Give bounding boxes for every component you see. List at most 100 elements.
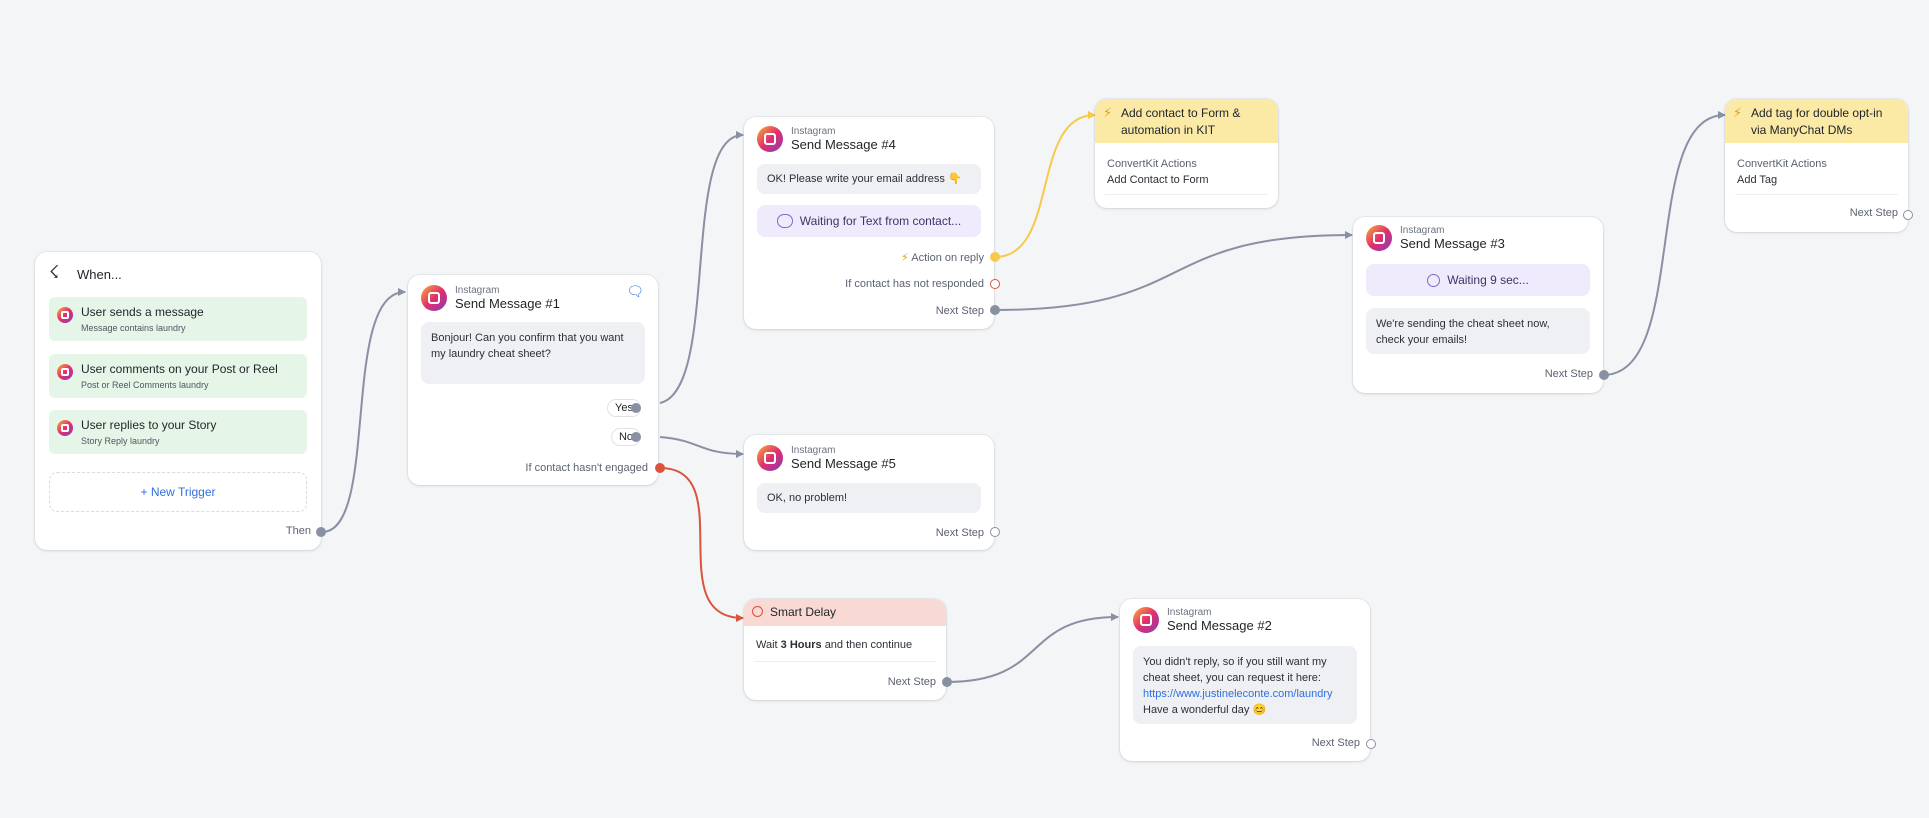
card-title: Send Message #2 <box>1167 618 1272 633</box>
connector-reply-to-kit <box>994 111 1096 258</box>
send-message-1-card[interactable]: Instagram Send Message #1 🗨 Bonjour! Can… <box>408 275 658 485</box>
action-category: ConvertKit Actions <box>1737 158 1827 170</box>
next-step-label: Next Step <box>1544 368 1593 380</box>
connector-then-to-msg1 <box>321 288 406 533</box>
card-title: Send Message #3 <box>1400 236 1505 251</box>
bolt-icon: ⚡︎ <box>901 252 909 264</box>
trigger-card[interactable]: ☇ When... User sends a message Message c… <box>35 252 321 550</box>
connector-no-to-msg5 <box>659 436 744 458</box>
chat-bubble-icon <box>776 214 793 228</box>
instagram-icon <box>757 126 783 152</box>
instagram-icon <box>57 364 73 380</box>
trigger-label: User replies to your Story <box>81 418 217 432</box>
send-message-4-card[interactable]: Instagram Send Message #4 OK! Please wri… <box>744 117 994 329</box>
connector-msg4-to-msg3 <box>994 231 1353 311</box>
trigger-condition: Message contains laundry <box>81 323 186 333</box>
trigger-condition: Story Reply laundry <box>81 436 160 446</box>
waiting-delay-indicator: Waiting 9 sec... <box>1366 264 1590 296</box>
message-text: We're sending the cheat sheet now, check… <box>1366 308 1590 354</box>
next-step-label: Next Step <box>935 305 984 317</box>
trigger-item[interactable]: User replies to your Story Story Reply l… <box>49 410 307 454</box>
bolt-icon: ☇ <box>49 262 60 282</box>
smart-delay-header: Smart Delay <box>744 599 946 626</box>
instagram-icon <box>1366 225 1392 251</box>
action-header: ⚡︎ Add tag for double opt-in via ManyCha… <box>1725 99 1908 143</box>
new-trigger-label: + New Trigger <box>140 485 216 499</box>
platform-label: Instagram <box>791 126 836 137</box>
kit-action-card[interactable]: ⚡︎ Add contact to Form & automation in K… <box>1095 99 1278 208</box>
next-step-label: Next Step <box>887 676 936 688</box>
card-title: Send Message #1 <box>455 296 560 311</box>
next-step-label: Next Step <box>1849 207 1898 219</box>
smart-delay-card[interactable]: Smart Delay Wait 3 Hours and then contin… <box>744 599 946 700</box>
send-message-2-card[interactable]: Instagram Send Message #2 You didn't rep… <box>1120 599 1370 761</box>
next-step-label: Next Step <box>1311 737 1360 749</box>
connector-msg3-to-tag <box>1602 111 1726 376</box>
platform-label: Instagram <box>1400 225 1445 236</box>
clock-icon <box>752 606 763 617</box>
instagram-icon <box>57 420 73 436</box>
next-step-port[interactable] <box>942 677 952 687</box>
next-step-port[interactable] <box>990 305 1000 315</box>
card-title: Add tag for double opt-in via ManyChat D… <box>1751 106 1883 137</box>
chat-bubble-icon: 🗨 <box>626 283 644 299</box>
card-title: Send Message #5 <box>791 456 896 471</box>
action-category: ConvertKit Actions <box>1107 158 1197 170</box>
action-on-reply-label: ⚡︎ Action on reply <box>901 252 984 264</box>
not-engaged-label: If contact hasn't engaged <box>525 462 648 474</box>
connector-timeout-to-delay <box>659 467 744 622</box>
message-text: OK! Please write your email address 👇 <box>757 164 981 194</box>
send-message-3-card[interactable]: Instagram Send Message #3 Waiting 9 sec.… <box>1353 217 1603 393</box>
action-name: Add Contact to Form <box>1107 174 1209 186</box>
platform-label: Instagram <box>455 285 500 296</box>
trigger-item[interactable]: User sends a message Message contains la… <box>49 297 307 341</box>
next-step-port[interactable] <box>1366 739 1376 749</box>
action-on-reply-port[interactable] <box>990 252 1000 262</box>
message-text: Bonjour! Can you confirm that you want m… <box>421 322 645 384</box>
trigger-label: User comments on your Post or Reel <box>81 362 278 376</box>
no-port[interactable] <box>631 432 641 442</box>
card-title: Smart Delay <box>770 605 837 619</box>
laundry-link[interactable]: https://www.justineleconte.com/laundry <box>1143 688 1333 700</box>
trigger-item[interactable]: User comments on your Post or Reel Post … <box>49 354 307 398</box>
not-engaged-port[interactable] <box>655 463 665 473</box>
waiting-label: Waiting for Text from contact... <box>799 214 962 228</box>
delay-description: Wait 3 Hours and then continue <box>756 639 913 651</box>
trigger-card-title: When... <box>77 267 122 282</box>
instagram-icon <box>421 285 447 311</box>
card-title: Send Message #4 <box>791 137 896 152</box>
then-label: Then <box>285 525 311 537</box>
then-port[interactable] <box>316 527 326 537</box>
send-message-5-card[interactable]: Instagram Send Message #5 OK, no problem… <box>744 435 994 550</box>
trigger-label: User sends a message <box>81 305 204 319</box>
next-step-port[interactable] <box>1903 210 1913 220</box>
next-step-port[interactable] <box>990 527 1000 537</box>
message-text: OK, no problem! <box>757 483 981 513</box>
clock-icon <box>1427 273 1441 287</box>
connector-delay-to-msg2 <box>945 613 1119 683</box>
action-name: Add Tag <box>1737 174 1778 186</box>
message-text: You didn't reply, so if you still want m… <box>1133 646 1357 724</box>
next-step-port[interactable] <box>1599 370 1609 380</box>
waiting-for-text-indicator: Waiting for Text from contact... <box>757 205 981 237</box>
delay-duration: 3 Hours <box>780 639 822 651</box>
connector-yes-to-msg4 <box>659 131 744 404</box>
instagram-icon <box>757 445 783 471</box>
yes-port[interactable] <box>631 403 641 413</box>
tag-action-card[interactable]: ⚡︎ Add tag for double opt-in via ManyCha… <box>1725 99 1908 232</box>
instagram-icon <box>1133 607 1159 633</box>
bolt-icon: ⚡︎ <box>1733 105 1743 120</box>
trigger-condition: Post or Reel Comments laundry <box>81 380 209 390</box>
card-title: Add contact to Form & automation in KIT <box>1121 106 1241 137</box>
action-header: ⚡︎ Add contact to Form & automation in K… <box>1095 99 1278 143</box>
platform-label: Instagram <box>1167 607 1212 618</box>
platform-label: Instagram <box>791 445 836 456</box>
next-step-label: Next Step <box>935 527 984 539</box>
not-responded-port[interactable] <box>990 279 1000 289</box>
bolt-icon: ⚡︎ <box>1103 105 1113 120</box>
not-responded-label: If contact has not responded <box>845 278 984 290</box>
instagram-icon <box>57 307 73 323</box>
waiting-label: Waiting 9 sec... <box>1447 273 1529 287</box>
new-trigger-button[interactable]: + New Trigger <box>49 472 307 512</box>
